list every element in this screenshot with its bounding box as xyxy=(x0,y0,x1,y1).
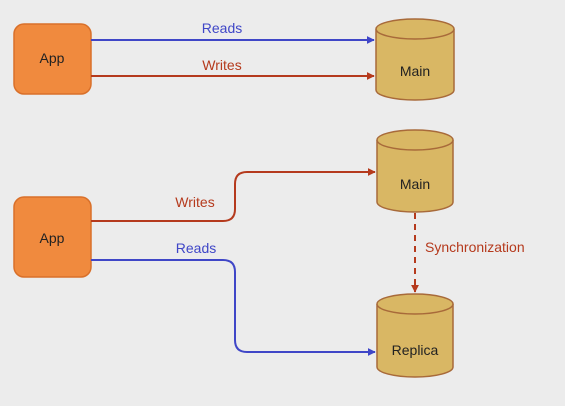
bottom-app-node: App xyxy=(13,196,92,278)
bottom-main-db-label: Main xyxy=(400,176,430,192)
top-main-db-label: Main xyxy=(400,63,430,79)
replica-db-label: Replica xyxy=(392,342,439,358)
bottom-writes-edge: Writes xyxy=(91,168,376,222)
replica-db: Replica xyxy=(376,293,454,378)
top-app-node: App xyxy=(13,23,92,95)
bottom-writes-label: Writes xyxy=(175,194,214,210)
top-main-db: Main xyxy=(375,18,455,101)
synchronization-label: Synchronization xyxy=(425,239,525,255)
top-app-label: App xyxy=(40,50,65,66)
top-writes-label: Writes xyxy=(202,57,241,73)
bottom-app-label: App xyxy=(40,230,65,246)
synchronization-edge: Synchronization xyxy=(411,213,525,293)
bottom-reads-edge: Reads xyxy=(91,240,376,356)
top-reads-label: Reads xyxy=(202,20,242,36)
top-writes-edge: Writes xyxy=(91,57,375,80)
bottom-main-db: Main xyxy=(376,129,454,213)
bottom-reads-label: Reads xyxy=(176,240,216,256)
top-reads-edge: Reads xyxy=(91,20,375,44)
